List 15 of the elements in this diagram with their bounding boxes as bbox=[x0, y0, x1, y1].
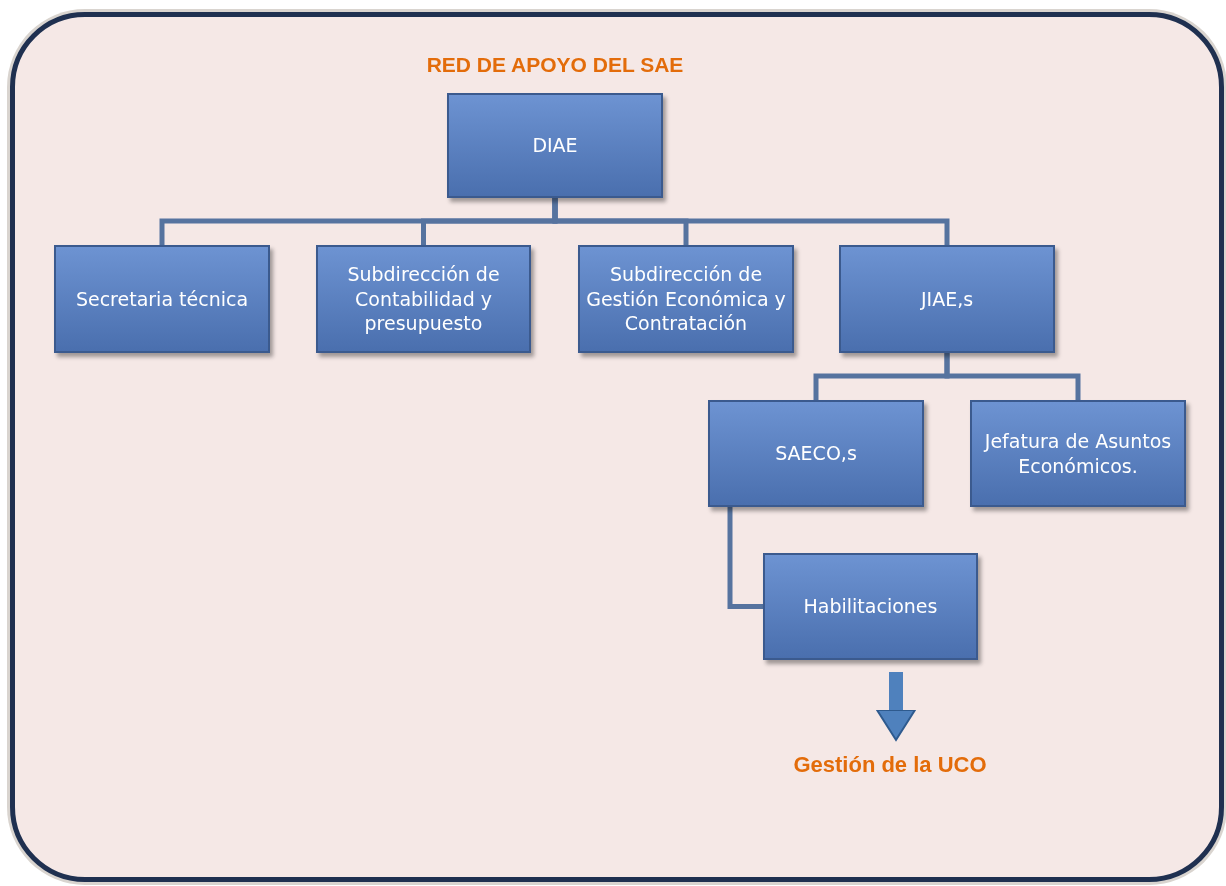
connector-line bbox=[944, 353, 1081, 400]
org-box: Subdirección de Contabilidad y presupuesto bbox=[316, 245, 531, 353]
connector-line bbox=[727, 507, 763, 609]
org-box: Habilitaciones bbox=[763, 553, 978, 660]
connector-line bbox=[552, 198, 950, 245]
rounded-panel bbox=[10, 12, 1224, 882]
org-box: DIAE bbox=[447, 93, 663, 198]
org-box: SAECO,s bbox=[708, 400, 924, 507]
outcome-label: Gestión de la UCO bbox=[770, 745, 1010, 785]
block-arrow bbox=[876, 672, 916, 741]
org-box: Secretaria técnica bbox=[54, 245, 270, 353]
org-box: JIAE,s bbox=[839, 245, 1055, 353]
org-box: Jefatura de Asuntos Económicos. bbox=[970, 400, 1186, 507]
org-box: Subdirección de Gestión Económica y Contratación bbox=[578, 245, 794, 353]
panel-heading: RED DE APOYO DEL SAE bbox=[425, 53, 685, 77]
